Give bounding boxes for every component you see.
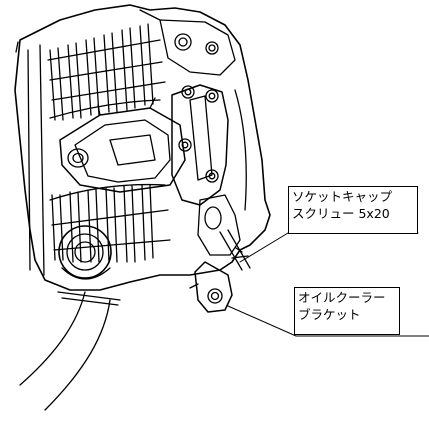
cam-cover [171, 84, 247, 211]
socket-cap-screw [197, 194, 251, 271]
oil-filter [58, 225, 112, 280]
top-bolt-plate [139, 9, 236, 76]
cooling-fins-lower [49, 183, 171, 263]
label-socket-cap-screw-line1: ソケットキャップ [292, 189, 393, 204]
label-socket-cap-screw-line2: スクリュー 5x20 [292, 206, 390, 221]
label-oil-cooler-bracket-line2: ブラケット [298, 307, 361, 322]
label-oil-cooler-bracket-line1: オイルクーラー [298, 290, 386, 305]
cylinder-head-center [59, 97, 186, 193]
oil-hose [19, 291, 121, 411]
cooling-fins-upper [47, 23, 166, 121]
oil-cooler-bracket [189, 261, 233, 313]
label-socket-cap-screw: ソケットキャップ スクリュー 5x20 [288, 186, 418, 234]
label-oil-cooler-bracket: オイルクーラー ブラケット [294, 287, 400, 335]
engine-housing [14, 4, 271, 291]
